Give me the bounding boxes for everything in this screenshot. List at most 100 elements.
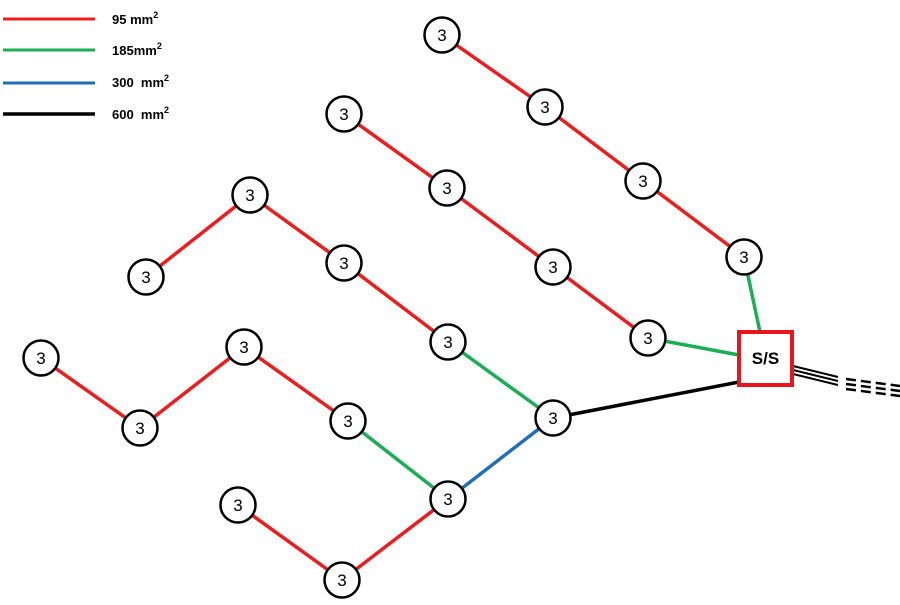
node-a1: 3 [423, 16, 461, 54]
node-d2: 3 [121, 409, 159, 447]
node-e2: 3 [323, 561, 361, 599]
feeder-dash [845, 377, 900, 388]
node-label: 3 [36, 349, 45, 368]
node-label: 3 [739, 248, 748, 267]
node-label: 3 [239, 338, 248, 357]
node-c2: 3 [231, 176, 269, 214]
node-label: 3 [233, 496, 242, 515]
legend-item-300: 300 mm2 [3, 73, 169, 90]
node-label: 3 [548, 258, 557, 277]
node-circle [329, 402, 367, 440]
cable-green-d4-mid [346, 419, 450, 501]
node-d4: 3 [329, 402, 367, 440]
legend-label: 300 mm [112, 75, 164, 90]
node-label: 3 [141, 268, 150, 287]
feeder-dash [845, 382, 900, 393]
node-label: 3 [339, 105, 348, 124]
feeder-dash [845, 387, 900, 398]
node-b1: 3 [325, 95, 363, 133]
feeder-line [792, 369, 839, 382]
legend-sup: 2 [164, 73, 169, 83]
legend-sup: 2 [164, 105, 169, 115]
legend-item-95: 95 mm2 [3, 10, 158, 27]
outgoing-feeder-lines [792, 365, 900, 398]
node-c1: 3 [127, 258, 165, 296]
node-a2: 3 [526, 88, 564, 126]
node-label: 3 [442, 179, 451, 198]
svg-text:300 mm2: 300 mm2 [112, 73, 169, 90]
cable-black-hub-ss [552, 380, 740, 420]
feeder-line [792, 365, 839, 378]
node-circle [323, 561, 361, 599]
svg-text:95 mm2: 95 mm2 [112, 10, 158, 27]
node-circle [231, 176, 269, 214]
cable-red-a2-a3 [543, 105, 645, 183]
node-c3: 3 [325, 244, 363, 282]
node-mid: 3 [429, 480, 467, 518]
cable-blue-mid-hub [446, 416, 555, 501]
legend-sup: 2 [153, 10, 158, 20]
node-label: 3 [245, 186, 254, 205]
cable-red-b1-b2 [342, 112, 449, 190]
node-circle [629, 319, 667, 357]
substation-label: S/S [752, 349, 779, 368]
node-circle [127, 258, 165, 296]
substation: S/S [737, 330, 794, 387]
cable-red-e2-mid [340, 497, 450, 582]
legend-sup: 2 [157, 41, 162, 51]
legend-item-185: 185mm2 [3, 41, 162, 58]
node-label: 3 [135, 419, 144, 438]
node-circle [725, 238, 763, 276]
node-circle [428, 169, 466, 207]
legend-label: 95 mm [112, 12, 153, 27]
node-label: 3 [638, 172, 647, 191]
node-circle [534, 399, 572, 437]
cable-red-a1-a2 [440, 33, 547, 109]
legend-item-600: 600 mm2 [3, 105, 169, 122]
load-nodes: 3 3 3 3 3 3 3 3 3 3 3 3 3 3 3 3 3 3 3 3 [22, 16, 763, 599]
cable-red-b3-b4 [551, 265, 650, 340]
cable-red-d2-d3 [138, 345, 246, 430]
cable-green-c4-hub [446, 340, 555, 420]
feeder-line [792, 373, 839, 386]
node-a3: 3 [624, 162, 662, 200]
node-label: 3 [443, 490, 452, 509]
node-label: 3 [548, 409, 557, 428]
cable-red-b2-b3 [445, 186, 555, 269]
node-circle [534, 248, 572, 286]
node-circle [429, 480, 467, 518]
node-b3: 3 [534, 248, 572, 286]
svg-text:185mm2: 185mm2 [112, 41, 162, 58]
node-label: 3 [437, 26, 446, 45]
legend-label: 185mm [112, 43, 157, 58]
node-b4: 3 [629, 319, 667, 357]
node-a4: 3 [725, 238, 763, 276]
node-label: 3 [643, 329, 652, 348]
node-label: 3 [343, 412, 352, 431]
legend-label: 600 mm [112, 107, 164, 122]
node-circle [325, 95, 363, 133]
node-hub: 3 [534, 399, 572, 437]
cable-red-a3-a4 [641, 179, 746, 259]
node-circle [429, 323, 467, 361]
svg-text:600 mm2: 600 mm2 [112, 105, 169, 122]
node-circle [624, 162, 662, 200]
cable-red-d3-d4 [242, 345, 350, 423]
node-circle [526, 88, 564, 126]
node-d3: 3 [225, 328, 263, 366]
node-label: 3 [540, 98, 549, 117]
substation-box [737, 330, 794, 387]
node-circle [121, 409, 159, 447]
node-circle [219, 486, 257, 524]
node-b2: 3 [428, 169, 466, 207]
node-circle [423, 16, 461, 54]
legend: 95 mm2 185mm2 300 mm2 600 mm2 [3, 10, 169, 122]
node-label: 3 [339, 254, 348, 273]
node-label: 3 [337, 571, 346, 590]
cable-red-d1-d2 [39, 356, 142, 430]
cable-red-c2-c3 [248, 193, 346, 265]
node-c4: 3 [429, 323, 467, 361]
node-circle [22, 339, 60, 377]
node-label: 3 [443, 333, 452, 352]
